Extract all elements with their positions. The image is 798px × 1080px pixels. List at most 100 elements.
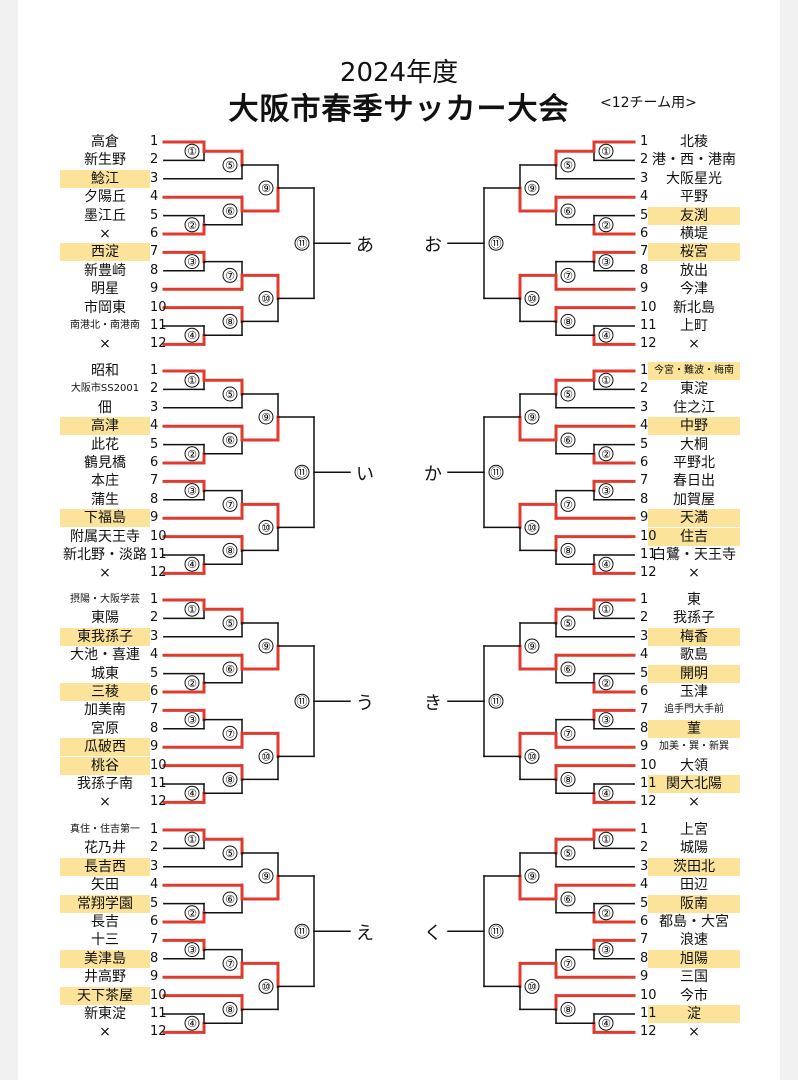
team-name: 東我孫子 [60, 627, 150, 646]
team-name: 上町 [680, 318, 708, 334]
match-6-label: ⑥ [560, 432, 576, 448]
match-5-label: ⑤ [560, 845, 576, 861]
seed-number: 1 [640, 363, 649, 378]
svg-text:⑪: ⑪ [491, 925, 502, 938]
team-name: 東淀 [680, 381, 708, 398]
match-8-label: ⑧ [560, 542, 576, 558]
seed-number: 8 [640, 262, 649, 278]
match-1-label: ① [598, 143, 614, 159]
seed-number: 3 [150, 170, 159, 186]
seed-number: 8 [640, 491, 649, 507]
match-2-label: ② [184, 446, 200, 462]
seed-number: 8 [150, 720, 159, 736]
seed-number: 6 [640, 455, 649, 470]
seed-number: 9 [150, 969, 159, 985]
svg-text:⑦: ⑦ [563, 727, 573, 740]
team-name: 開明 [648, 664, 740, 683]
seed-number: 5 [150, 665, 159, 681]
svg-text:①: ① [187, 603, 197, 616]
team-name: 横堤 [680, 226, 708, 242]
team-name: 中野 [648, 417, 740, 436]
team-name: 三国 [680, 969, 708, 986]
seed-number: 12 [640, 1024, 657, 1040]
seed-number: 7 [640, 932, 649, 948]
svg-text:②: ② [601, 677, 611, 690]
svg-text:③: ③ [187, 714, 197, 727]
svg-text:⑥: ⑥ [225, 893, 235, 906]
team-name: 東陽 [91, 610, 119, 627]
match-7-label: ⑦ [222, 955, 238, 971]
seed-number: 2 [150, 610, 159, 626]
match-1-label: ① [184, 143, 200, 159]
match-10-label: ⑩ [258, 519, 274, 535]
seed-number: 11 [640, 776, 657, 791]
seed-number: 6 [150, 455, 159, 470]
svg-text:④: ④ [187, 329, 197, 342]
team-name: 井高野 [84, 969, 126, 986]
seed-number: 7 [640, 473, 649, 489]
seed-number: 10 [150, 299, 167, 315]
seed-number: 3 [640, 399, 649, 415]
team-name: 天下茶屋 [60, 986, 150, 1005]
seed-number: 10 [150, 528, 167, 544]
seed-number: 6 [150, 914, 159, 929]
team-name: 加美・巽・新巽 [659, 741, 729, 753]
match-9-label: ⑨ [258, 180, 274, 196]
team-name: 佃 [98, 399, 112, 416]
seed-number: 2 [150, 152, 159, 168]
svg-text:⑩: ⑩ [261, 980, 271, 993]
svg-text:⑦: ⑦ [225, 727, 235, 740]
svg-text:④: ④ [601, 1017, 611, 1030]
svg-text:②: ② [187, 448, 197, 461]
seed-number: 7 [150, 932, 159, 948]
match-9-label: ⑨ [258, 868, 274, 884]
team-name: 三稜 [60, 683, 150, 701]
seed-number: 6 [150, 684, 159, 699]
team-name: 明星 [91, 281, 119, 298]
team-name: 鯰江 [60, 169, 150, 188]
svg-text:⑪: ⑪ [491, 466, 502, 479]
seed-number: 9 [640, 739, 649, 755]
team-name: 北稜 [680, 134, 708, 150]
seed-number: 12 [150, 336, 167, 352]
match-4-label: ④ [598, 1015, 614, 1031]
seed-number: 8 [150, 950, 159, 966]
match-11-label: ⑪ [488, 235, 504, 251]
match-5-label: ⑤ [222, 845, 238, 861]
team-name: 大池・喜連 [70, 647, 140, 664]
match-4-label: ④ [184, 785, 200, 801]
team-name: 友渕 [648, 206, 740, 225]
svg-text:⑨: ⑨ [527, 870, 537, 883]
seed-number: 5 [150, 207, 159, 223]
seed-number: 3 [150, 628, 159, 644]
seed-number: 6 [150, 226, 159, 241]
team-name: × [99, 794, 111, 811]
svg-text:⑧: ⑧ [225, 1003, 235, 1016]
svg-text:⑩: ⑩ [527, 980, 537, 993]
svg-text:④: ④ [601, 558, 611, 571]
seed-number: 11 [150, 547, 167, 562]
svg-text:⑥: ⑥ [563, 663, 573, 676]
svg-text:⑦: ⑦ [225, 269, 235, 282]
seed-number: 1 [150, 363, 159, 378]
match-5-label: ⑤ [560, 615, 576, 631]
svg-text:⑥: ⑥ [225, 663, 235, 676]
seed-number: 1 [640, 592, 649, 607]
seed-number: 9 [640, 281, 649, 297]
svg-text:⑤: ⑤ [563, 159, 573, 172]
team-name: 長吉西 [60, 857, 150, 876]
seed-number: 3 [150, 399, 159, 415]
seed-number: 8 [640, 720, 649, 736]
match-3-label: ③ [598, 942, 614, 958]
svg-text:⑪: ⑪ [297, 925, 308, 938]
match-7-label: ⑦ [560, 267, 576, 283]
svg-text:⑤: ⑤ [225, 388, 235, 401]
match-9-label: ⑨ [524, 409, 540, 425]
svg-text:③: ③ [187, 485, 197, 498]
team-name: 昭和 [91, 363, 119, 379]
year-heading: 2024年度 [339, 58, 459, 88]
svg-text:③: ③ [601, 485, 611, 498]
seed-number: 1 [150, 134, 159, 149]
match-7-label: ⑦ [560, 496, 576, 512]
team-name: 矢田 [91, 877, 119, 894]
